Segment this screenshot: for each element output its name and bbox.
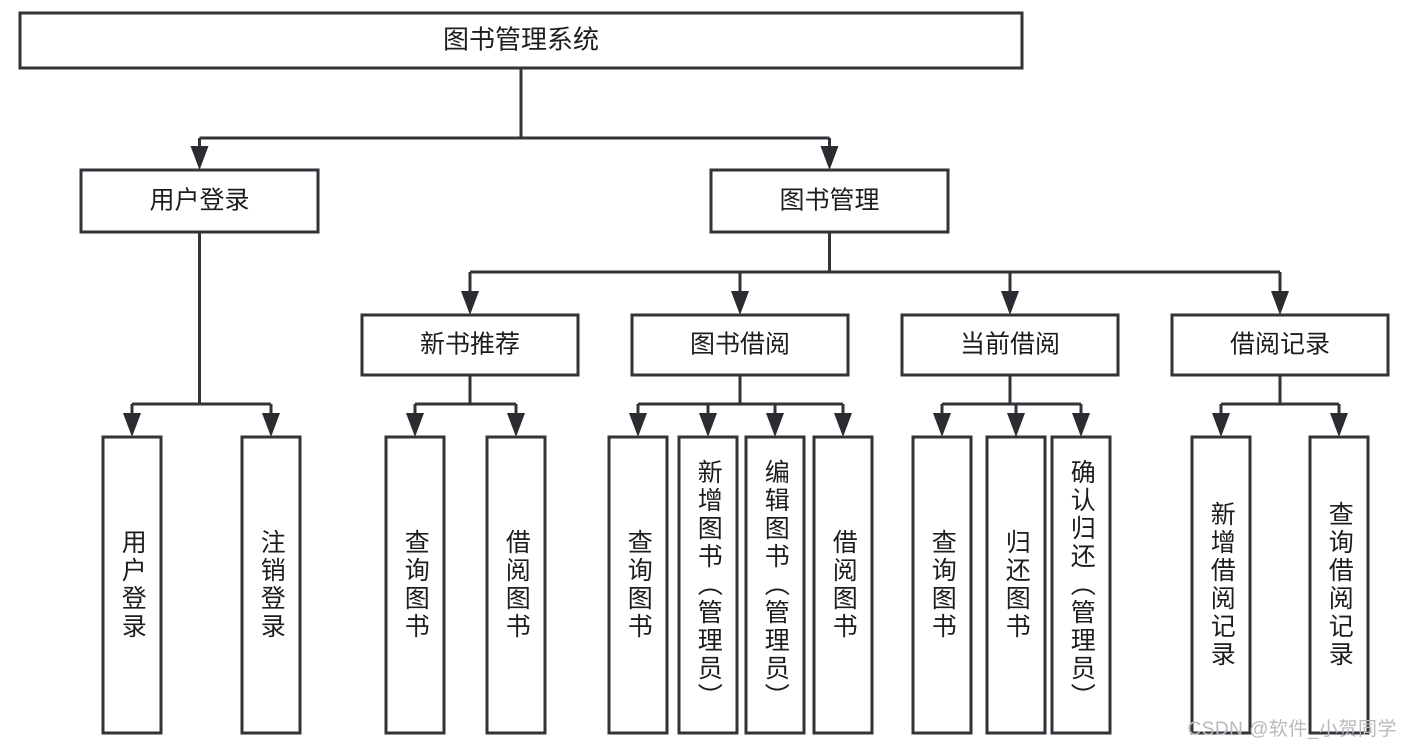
node-box-leaf-borrow-edit-book[interactable] (744, 435, 806, 735)
node-leaf-borrow-borrow-book[interactable] (812, 435, 874, 735)
node-label-borrow-record: 借阅记录 (1230, 331, 1330, 359)
node-box-leaf-borrow-query-book[interactable] (607, 435, 669, 735)
node-leaf-borrow-add-book[interactable] (677, 435, 739, 735)
arrow-head-icon (406, 413, 424, 437)
node-label-book-manage: 图书管理 (779, 187, 879, 215)
node-box-current-borrow[interactable] (900, 313, 1120, 377)
node-label-user-login: 用户登录 (149, 187, 249, 215)
node-box-borrow-record[interactable] (1170, 313, 1390, 377)
arrow-head-icon (629, 413, 647, 437)
arrow-head-icon (1271, 291, 1289, 315)
node-box-leaf-rec-query-book[interactable] (384, 435, 446, 735)
arrow-head-icon (766, 413, 784, 437)
watermark: CSDN @软件_小贺同学 (1187, 719, 1397, 740)
node-label-current-borrow: 当前借阅 (960, 331, 1060, 359)
arrow-head-icon (731, 291, 749, 315)
arrow-head-icon (123, 413, 141, 437)
arrow-head-icon (461, 291, 479, 315)
arrow-head-icon (1072, 413, 1090, 437)
node-borrow-record[interactable]: 借阅记录 (1170, 313, 1390, 377)
node-box-leaf-rec-add-record[interactable] (1190, 435, 1252, 735)
arrow-head-icon (507, 413, 525, 437)
node-box-leaf-user-logout[interactable] (240, 435, 302, 735)
node-label-new-book-rec: 新书推荐 (420, 331, 520, 359)
node-book-borrow[interactable]: 图书借阅 (630, 313, 850, 377)
node-leaf-rec-borrow-book[interactable] (485, 435, 547, 735)
arrow-head-icon (1007, 413, 1025, 437)
node-box-leaf-borrow-add-book[interactable] (677, 435, 739, 735)
node-leaf-borrow-query-book[interactable] (607, 435, 669, 735)
node-leaf-cur-query-book[interactable] (911, 435, 973, 735)
node-box-leaf-rec-borrow-book[interactable] (485, 435, 547, 735)
node-leaf-rec-query-record[interactable] (1308, 435, 1370, 735)
arrow-head-icon (820, 146, 839, 170)
node-box-leaf-cur-return-book[interactable] (985, 435, 1047, 735)
arrow-head-icon (834, 413, 852, 437)
node-box-book-borrow[interactable] (630, 313, 850, 377)
node-box-user-login[interactable] (79, 168, 320, 234)
node-label-root: 图书管理系统 (443, 24, 599, 54)
node-box-leaf-rec-query-record[interactable] (1308, 435, 1370, 735)
node-new-book-rec[interactable]: 新书推荐 (360, 313, 580, 377)
node-leaf-borrow-edit-book[interactable] (744, 435, 806, 735)
node-box-leaf-cur-confirm-return[interactable] (1050, 435, 1112, 735)
node-box-new-book-rec[interactable] (360, 313, 580, 377)
node-box-leaf-cur-query-book[interactable] (911, 435, 973, 735)
node-root[interactable]: 图书管理系统 (18, 11, 1024, 70)
node-leaf-rec-add-record[interactable] (1190, 435, 1252, 735)
node-current-borrow[interactable]: 当前借阅 (900, 313, 1120, 377)
arrow-head-icon (1001, 291, 1019, 315)
node-leaf-user-login[interactable] (101, 435, 163, 735)
arrow-head-icon (1330, 413, 1348, 437)
node-leaf-user-logout[interactable] (240, 435, 302, 735)
node-box-book-manage[interactable] (709, 168, 950, 234)
arrow-head-icon (933, 413, 951, 437)
arrow-head-icon (190, 146, 209, 170)
node-leaf-cur-confirm-return[interactable] (1050, 435, 1112, 735)
arrow-head-icon (1212, 413, 1230, 437)
node-book-manage[interactable]: 图书管理 (709, 168, 950, 234)
node-box-leaf-borrow-borrow-book[interactable] (812, 435, 874, 735)
node-label-book-borrow: 图书借阅 (690, 331, 790, 359)
connector-layer (123, 68, 1348, 437)
arrow-head-icon (262, 413, 280, 437)
node-leaf-rec-query-book[interactable] (384, 435, 446, 735)
node-user-login[interactable]: 用户登录 (79, 168, 320, 234)
arrow-head-icon (699, 413, 717, 437)
node-box-leaf-user-login[interactable] (101, 435, 163, 735)
node-leaf-cur-return-book[interactable] (985, 435, 1047, 735)
node-box-root[interactable] (18, 11, 1024, 70)
